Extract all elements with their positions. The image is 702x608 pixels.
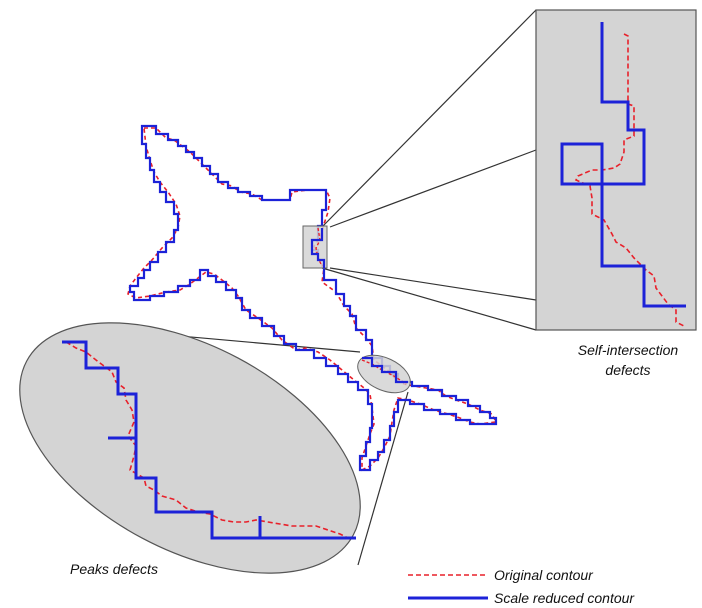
peaks-highlight-contour [361,356,408,385]
self-intersection-label-line1: Self-intersection [578,342,679,358]
legend-original-label: Original contour [494,567,594,583]
self-intersection-zoom-connectors [321,9,537,331]
main-contour-shape [127,124,498,472]
self-intersection-zoom [535,9,697,331]
self-intersection-label-line2: defects [605,362,650,378]
self-intersection-highlight-contour [310,227,326,268]
self-intersection-zoom-box [535,9,697,331]
peaks-defects-label: Peaks defects [70,561,158,577]
reduced-contour-zoom-right [560,22,686,308]
legend-reduced-label: Scale reduced contour [494,590,635,606]
original-contour-zoom-right [574,33,685,327]
peaks-zoom-ellipse [19,322,361,574]
legend: Original contour Scale reduced contour [408,567,635,606]
peaks-zoom [19,322,361,574]
reduced-contour-zoom-left [62,340,356,540]
peaks-highlight [357,354,411,394]
original-contour-zoom-left [65,341,353,541]
reduced-contour-main [128,124,498,472]
